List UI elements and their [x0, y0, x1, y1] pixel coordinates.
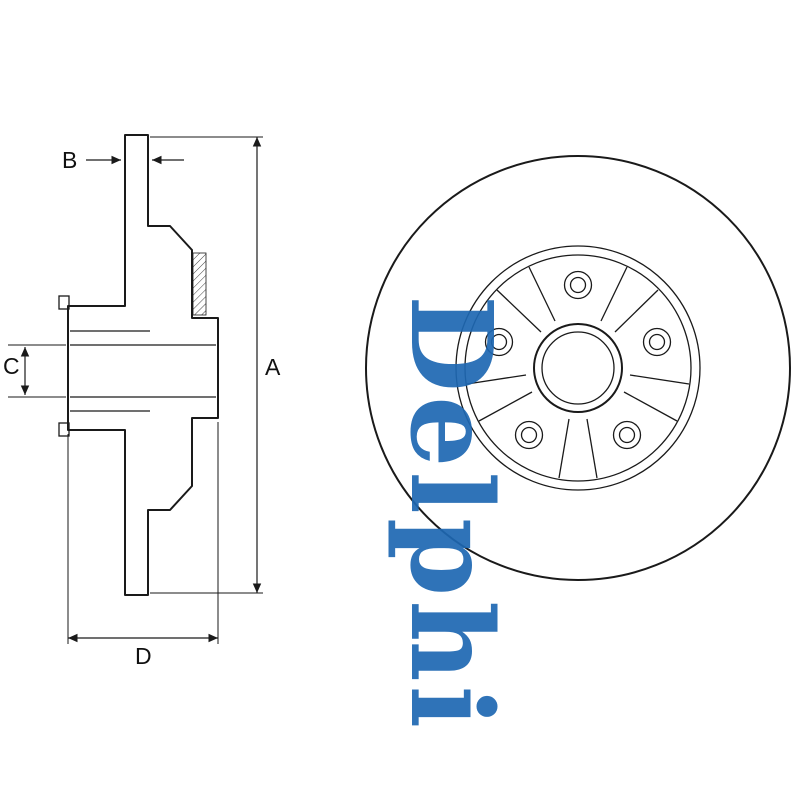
hat-inner-circle [464, 254, 692, 482]
hat-outer-circle [455, 245, 701, 491]
bolt-hole [514, 420, 544, 450]
dim-d-label: D [135, 643, 152, 669]
delphi-watermark: Delphi [385, 295, 516, 732]
dim-b-label: B [62, 147, 77, 173]
bearing-seal-bottom [58, 422, 70, 437]
front-view [365, 155, 791, 581]
cross-section-view [58, 134, 219, 596]
spline-hatch [192, 252, 207, 316]
bolt-hole [612, 420, 642, 450]
bearing-seal-top [58, 295, 70, 310]
hub-web-lines [466, 266, 690, 479]
bolt-hole [642, 327, 672, 357]
outer-diameter-circle [365, 155, 791, 581]
disc-section-outline [67, 134, 219, 596]
dimension-d: D [67, 422, 219, 669]
dimension-c: C [3, 344, 66, 398]
dim-c-label: C [3, 353, 20, 379]
bolt-hole [484, 327, 514, 357]
bolt-hole [563, 270, 593, 300]
dimension-b: B [62, 147, 184, 173]
center-bore [533, 323, 623, 413]
dimension-a: A [150, 136, 281, 594]
dim-a-label: A [265, 354, 281, 380]
